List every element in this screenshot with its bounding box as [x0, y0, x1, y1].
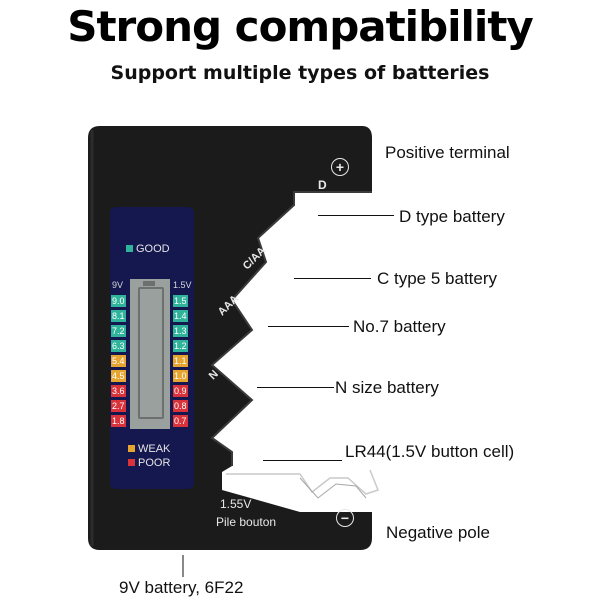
poor-label: POOR	[138, 457, 171, 469]
scale-left-value: 8.1	[111, 310, 126, 322]
weak-swatch	[128, 445, 135, 452]
scale-right-value: 1.4	[173, 310, 188, 322]
callout-n-size: N size battery	[335, 378, 439, 397]
weak-label: WEAK	[138, 443, 171, 455]
callout-c-type: C type 5 battery	[377, 269, 498, 288]
callout-lr44: LR44(1.5V button cell)	[345, 442, 515, 461]
scale-right: 1.5 1.4 1.3 1.2 1.1 1.0 0.9 0.8 0.7	[173, 295, 188, 430]
callout-line-lr44	[263, 460, 342, 461]
button-voltage-label: 1.55V	[220, 497, 252, 511]
callout-line-c	[294, 278, 371, 279]
scale-left-value: 3.6	[111, 385, 126, 397]
slot-label-d: D	[318, 178, 327, 192]
scale-left-value: 2.7	[111, 400, 126, 412]
legend-poor: POOR	[128, 457, 170, 469]
button-cell-contact-inner	[299, 477, 367, 499]
scale-right-value: 0.9	[173, 385, 188, 397]
subheadline: Support multiple types of batteries	[110, 62, 490, 84]
scale-left-value: 4.5	[111, 370, 126, 382]
callout-9v-battery: 9V battery, 6F22	[119, 578, 244, 597]
legend-weak: WEAK	[128, 443, 170, 455]
battery-cap-icon	[143, 281, 155, 286]
scale-right-value: 1.0	[173, 370, 188, 382]
scale-right-value: 0.7	[173, 415, 188, 427]
scale-left-value: 9.0	[111, 295, 126, 307]
callout-line-no7	[268, 326, 349, 327]
device-bevel	[210, 191, 372, 466]
poor-swatch	[128, 459, 135, 466]
callout-negative-pole: Negative pole	[386, 523, 490, 542]
scale-left: 9.0 8.1 7.2 6.3 5.4 4.5 3.6 2.7 1.8	[111, 295, 126, 430]
good-label: GOOD	[136, 243, 170, 255]
battery-level-icon	[138, 287, 164, 419]
callout-dot-lr44	[255, 458, 259, 462]
scale-1-5v-header: 1.5V	[173, 280, 192, 290]
button-cell-label: Pile bouton	[216, 515, 277, 529]
scale-left-value: 5.4	[111, 355, 126, 367]
plus-icon: +	[331, 158, 349, 176]
callout-line-n	[257, 387, 334, 388]
scale-right-value: 1.1	[173, 355, 188, 367]
indicator-panel: GOOD 9V 1.5V 9.0 8.1 7.2 6.3 5.4 4.5 3.6 2.7 1.8…	[110, 207, 194, 489]
lcd-display	[130, 279, 170, 429]
callout-d-type: D type battery	[399, 207, 505, 226]
callout-dot-no7	[260, 324, 264, 328]
legend-good: GOOD	[126, 243, 170, 255]
good-swatch	[126, 245, 133, 252]
button-cell-contact	[226, 469, 379, 495]
callout-positive-terminal: Positive terminal	[385, 143, 510, 162]
scale-right-value: 1.3	[173, 325, 188, 337]
scale-right-value: 1.5	[173, 295, 188, 307]
minus-icon: −	[336, 509, 354, 527]
callout-no7: No.7 battery	[353, 317, 446, 336]
scale-left-value: 7.2	[111, 325, 126, 337]
scale-right-value: 0.8	[173, 400, 188, 412]
scale-right-value: 1.2	[173, 340, 188, 352]
callout-dot-n	[249, 385, 253, 389]
scale-left-value: 1.8	[111, 415, 126, 427]
scale-9v-header: 9V	[112, 280, 124, 290]
scale-left-value: 6.3	[111, 340, 126, 352]
callout-line-d	[318, 215, 394, 216]
callout-dot-c	[286, 276, 290, 280]
headline: Strong compatibility	[67, 2, 534, 51]
callout-dot-d	[311, 213, 315, 217]
